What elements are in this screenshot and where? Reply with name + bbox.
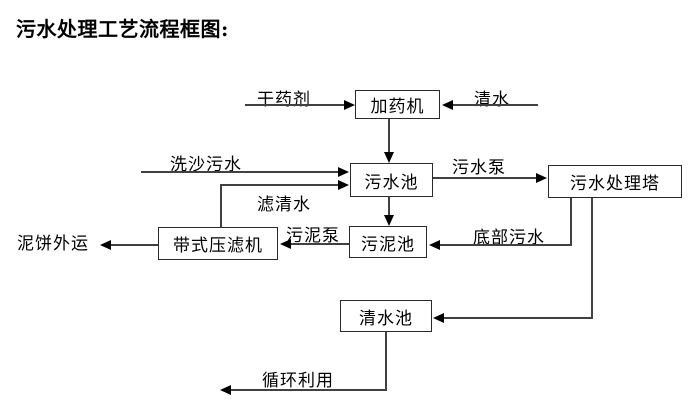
connector-recycle-riser (385, 332, 387, 391)
label-sewage-pump: 污水泵 (452, 158, 506, 178)
connector-clean-water-line (453, 104, 538, 106)
arrowhead-sewage-pump-icon (536, 173, 547, 183)
connector-bottom-sewage-line (440, 244, 572, 246)
label-clean-water: 清水 (474, 90, 510, 110)
connector-bottom-sewage-riser (570, 198, 572, 246)
label-bottom-sewage: 底部污水 (473, 228, 545, 248)
connector-filtered-water-line (220, 184, 338, 186)
label-dry-agent: 干药剂 (257, 90, 311, 110)
label-filtered-water: 滤清水 (257, 195, 311, 215)
node-clean-water-pool: 清水池 (340, 300, 432, 332)
arrowhead-dosing-to-sewage-icon (384, 152, 394, 163)
connector-tower-to-clean-riser (591, 198, 593, 319)
arrowhead-sludge-pump-icon (280, 239, 291, 249)
connector-mud-cake-line (111, 244, 158, 246)
connector-sand-washing-line (141, 171, 339, 173)
label-sand-washing-sewage: 洗沙污水 (170, 155, 242, 175)
label-recycle: 循环利用 (262, 371, 334, 391)
connector-dosing-to-sewage-line (388, 119, 390, 153)
node-dosing-machine: 加药机 (355, 90, 440, 119)
arrowhead-sewage-to-sludge-icon (384, 215, 394, 226)
node-belt-filter-press: 带式压滤机 (158, 227, 278, 260)
label-sludge-pump: 污泥泵 (286, 226, 340, 246)
arrowhead-mud-cake-icon (100, 240, 111, 250)
arrowhead-sand-washing-icon (338, 167, 349, 177)
connector-dry-agent-line (245, 104, 344, 106)
node-sludge-pool: 污泥池 (349, 226, 427, 258)
arrowhead-recycle-icon (220, 385, 231, 395)
arrowhead-filtered-water-icon (338, 180, 349, 190)
arrowhead-clean-water-icon (442, 100, 453, 110)
connector-sewage-to-sludge-line (388, 197, 390, 215)
diagram-title: 污水处理工艺流程框图: (16, 17, 229, 41)
connector-tower-to-clean-line (444, 317, 593, 319)
arrowhead-dry-agent-icon (344, 100, 355, 110)
node-sewage-pool: 污水池 (350, 163, 433, 197)
connector-recycle-line (231, 389, 387, 391)
connector-sludge-pump-line (291, 243, 349, 245)
label-mud-cake-out: 泥饼外运 (17, 234, 89, 254)
connector-filtered-water-riser (220, 184, 222, 227)
connector-sewage-pump-line (433, 177, 536, 179)
arrowhead-tower-to-clean-icon (433, 313, 444, 323)
node-treatment-tower: 污水处理塔 (548, 165, 682, 198)
arrowhead-bottom-sewage-icon (429, 240, 440, 250)
